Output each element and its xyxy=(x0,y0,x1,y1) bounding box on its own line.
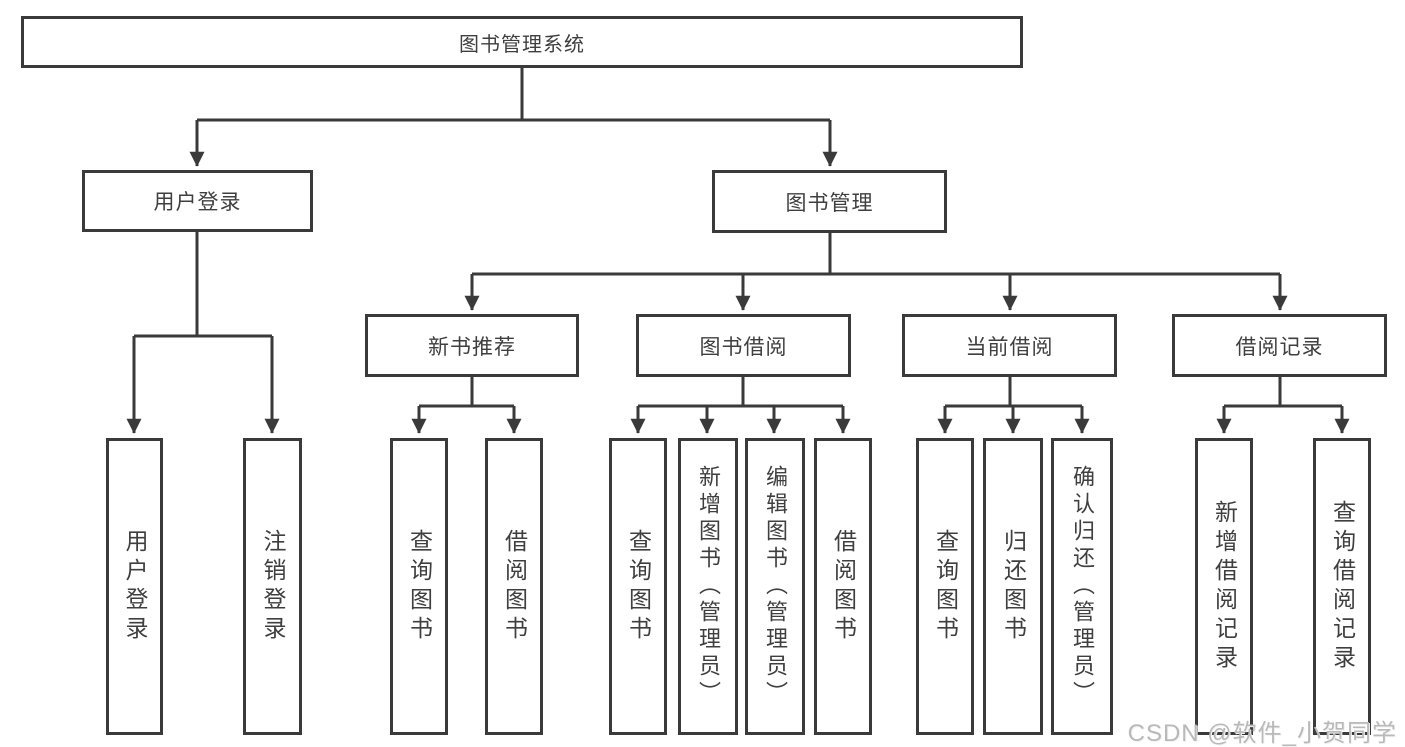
leaf-user-login-label: 用户登录 xyxy=(122,528,148,645)
leaf-logout: 注销登录 xyxy=(243,438,302,735)
node-book-management-label: 图书管理 xyxy=(785,191,874,215)
leaf-borrow-books-recommend: 借阅图书 xyxy=(485,438,543,735)
leaf-query-books-borrow: 查询图书 xyxy=(609,438,667,735)
leaf-return-books: 归还图书 xyxy=(983,438,1043,735)
node-root: 图书管理系统 xyxy=(21,16,1023,68)
leaf-return-books-label: 归还图书 xyxy=(1000,528,1027,645)
node-book-management: 图书管理 xyxy=(712,170,947,233)
leaf-edit-books-admin: 编辑图书（管理员） xyxy=(745,438,805,735)
leaf-query-books-recommend-label: 查询图书 xyxy=(406,528,433,645)
node-user-login: 用户登录 xyxy=(82,170,313,232)
node-current-borrow-label: 当前借阅 xyxy=(965,335,1054,359)
leaf-add-books-admin-label: 新增图书（管理员） xyxy=(696,465,721,708)
leaf-borrow-books-recommend-label: 借阅图书 xyxy=(501,528,528,645)
leaf-add-borrow-record: 新增借阅记录 xyxy=(1195,438,1253,735)
leaf-borrow-books: 借阅图书 xyxy=(814,438,872,735)
node-borrow-records: 借阅记录 xyxy=(1172,314,1387,377)
node-borrow-records-label: 借阅记录 xyxy=(1235,335,1324,359)
leaf-user-login: 用户登录 xyxy=(106,438,163,735)
leaf-add-books-admin: 新增图书（管理员） xyxy=(678,438,738,735)
watermark: CSDN @软件_小贺同学 xyxy=(1127,720,1397,747)
node-new-book-recommend-label: 新书推荐 xyxy=(428,335,516,359)
leaf-borrow-books-label: 借阅图书 xyxy=(830,528,857,645)
node-book-borrow-label: 图书借阅 xyxy=(699,335,788,359)
node-book-borrow: 图书借阅 xyxy=(636,314,851,377)
leaf-query-books-current-label: 查询图书 xyxy=(932,528,959,645)
leaf-add-borrow-record-label: 新增借阅记录 xyxy=(1211,499,1238,674)
node-new-book-recommend: 新书推荐 xyxy=(365,314,579,377)
node-current-borrow: 当前借阅 xyxy=(902,314,1117,377)
leaf-query-books-current: 查询图书 xyxy=(916,438,974,735)
leaf-confirm-return-admin: 确认归还（管理员） xyxy=(1051,438,1113,735)
leaf-query-borrow-record-label: 查询借阅记录 xyxy=(1329,499,1356,674)
leaf-confirm-return-admin-label: 确认归还（管理员） xyxy=(1070,465,1095,708)
node-user-login-label: 用户登录 xyxy=(153,191,242,214)
leaf-query-books-borrow-label: 查询图书 xyxy=(625,528,652,645)
leaf-query-borrow-record: 查询借阅记录 xyxy=(1313,438,1371,735)
leaf-logout-label: 注销登录 xyxy=(260,528,286,645)
leaf-query-books-recommend: 查询图书 xyxy=(390,438,448,735)
node-root-label: 图书管理系统 xyxy=(459,33,585,56)
leaf-edit-books-admin-label: 编辑图书（管理员） xyxy=(763,465,788,708)
